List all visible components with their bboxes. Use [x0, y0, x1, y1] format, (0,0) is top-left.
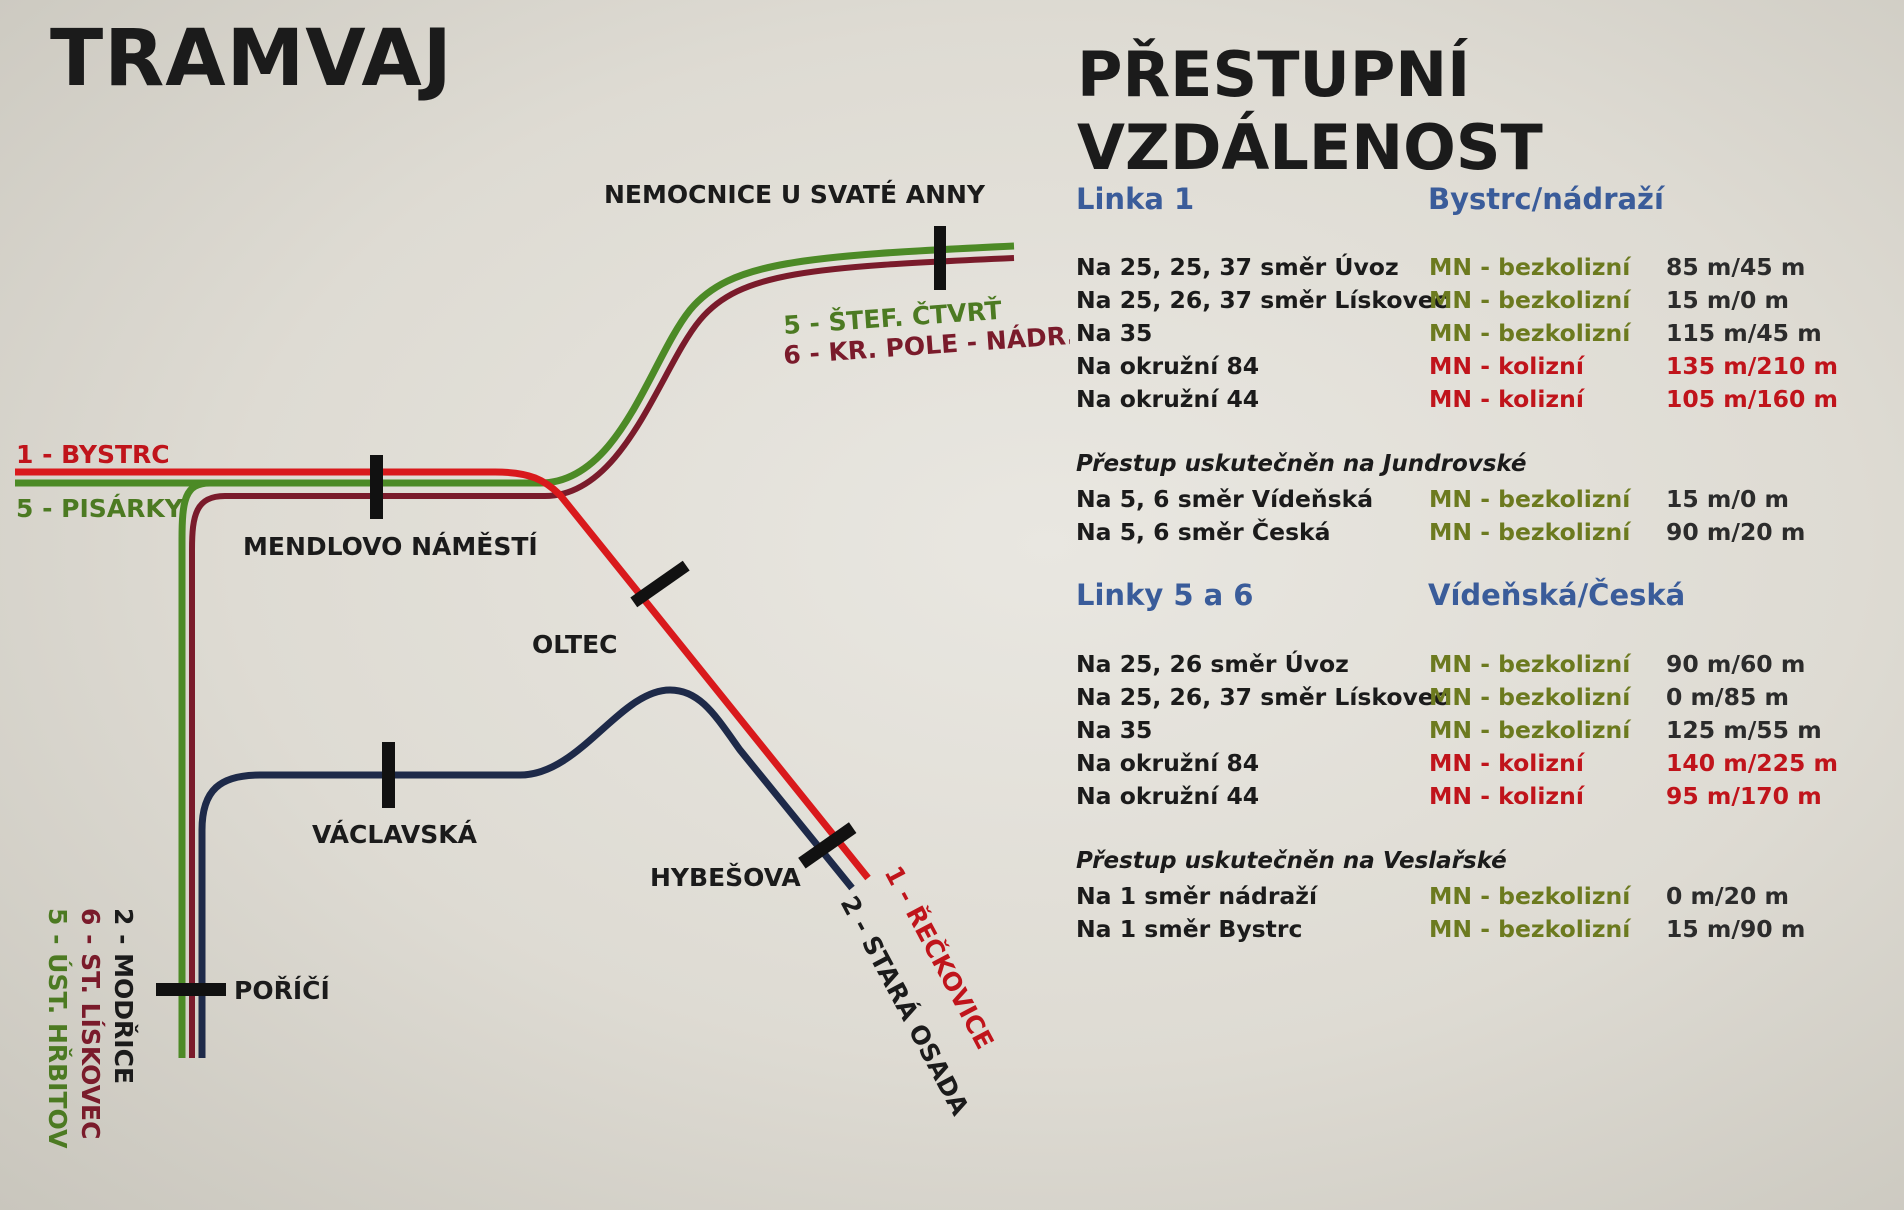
stop-bar-nemocnice — [934, 226, 946, 290]
line-1-red — [15, 468, 871, 881]
stop-label-hybesova: HYBEŠOVA — [650, 862, 801, 892]
stop-bar-vaclavska — [382, 742, 395, 808]
table-row: Na okružní 84 MN - kolizní 140 m/225 m — [1076, 749, 1839, 777]
section-1-note: Přestup uskutečněn na Jundrovské — [1076, 451, 1527, 477]
table-row: Na 1 směr Bystrc MN - bezkolizní 15 m/90… — [1076, 915, 1806, 943]
line-5-green-south — [178, 479, 211, 1058]
tram-map: NEMOCNICE U SVATÉ ANNY MENDLOVO NÁMĚSTÍ … — [15, 180, 1070, 1149]
section-2-stop: Vídeňská/Česká — [1428, 578, 1686, 612]
table-row: Na okružní 44 MN - kolizní 95 m/170 m — [1076, 782, 1822, 810]
line-5-green — [15, 242, 1015, 487]
stop-bar-oltec — [630, 560, 690, 608]
dir-label-ust-hrbitov: 5 - ÚST. HŘBITOV — [43, 908, 73, 1149]
table-row: Na 5, 6 směr Česká MN - bezkolizní 90 m/… — [1076, 518, 1806, 546]
dir-label-st-liskovec: 6 - ST. LÍSKOVEC — [76, 908, 105, 1139]
stop-label-nemocnice: NEMOCNICE U SVATÉ ANNY — [604, 180, 986, 209]
table-row: Na 25, 26 směr Úvoz MN - bezkolizní 90 m… — [1076, 650, 1806, 678]
line-6-maroon-south — [189, 493, 226, 1058]
section-2-note: Přestup uskutečněn na Veslařské — [1076, 848, 1507, 874]
table-row: Na 35 MN - bezkolizní 125 m/55 m — [1076, 716, 1822, 744]
line-2-navy — [198, 686, 855, 1058]
stop-label-oltec: OLTEC — [532, 630, 618, 659]
dir-label-bystrc: 1 - BYSTRC — [16, 440, 170, 469]
stop-label-porici: POŘÍČÍ — [234, 975, 330, 1005]
dir-label-reckovice: 1 - ŘEČKOVICE — [879, 861, 1001, 1054]
section-2-line: Linky 5 a 6 — [1076, 578, 1254, 612]
page-title: TRAMVAJ — [50, 14, 453, 104]
transfer-title: PŘESTUPNÍ VZDÁLENOST — [1077, 38, 1543, 184]
stop-bar-porici — [156, 983, 226, 996]
section-1-stop: Bystrc/nádraží — [1428, 182, 1664, 216]
stop-label-mendlovo: MENDLOVO NÁMĚSTÍ — [243, 532, 538, 561]
stop-bar-hybesova — [798, 822, 857, 869]
table-row: Na okružní 84 MN - kolizní 135 m/210 m — [1076, 352, 1839, 380]
dir-label-pisarky: 5 - PISÁRKY — [16, 494, 184, 523]
stop-bar-mendlovo — [370, 455, 383, 519]
table-row: Na 1 směr nádraží MN - bezkolizní 0 m/20… — [1076, 882, 1789, 910]
table-row: Na 25, 25, 37 směr Úvoz MN - bezkolizní … — [1076, 253, 1806, 281]
stop-label-vaclavska: VÁCLAVSKÁ — [312, 820, 478, 849]
line-6-maroon — [225, 255, 1015, 499]
table-row: Na 5, 6 směr Vídeňská MN - bezkolizní 15… — [1076, 485, 1789, 513]
table-row: Na 35 MN - bezkolizní 115 m/45 m — [1076, 319, 1822, 347]
dir-label-modrice: 2 - MODŘICE — [109, 908, 138, 1084]
section-1-line: Linka 1 — [1076, 182, 1195, 216]
table-row: Na okružní 44 MN - kolizní 105 m/160 m — [1076, 385, 1839, 413]
table-row: Na 25, 26, 37 směr Lískovec MN - bezkoli… — [1076, 286, 1789, 314]
transfer-panel: Linka 1 Bystrc/nádraží Na 25, 25, 37 smě… — [1076, 0, 1896, 1210]
table-row: Na 25, 26, 37 směr Lískovec MN - bezkoli… — [1076, 683, 1789, 711]
